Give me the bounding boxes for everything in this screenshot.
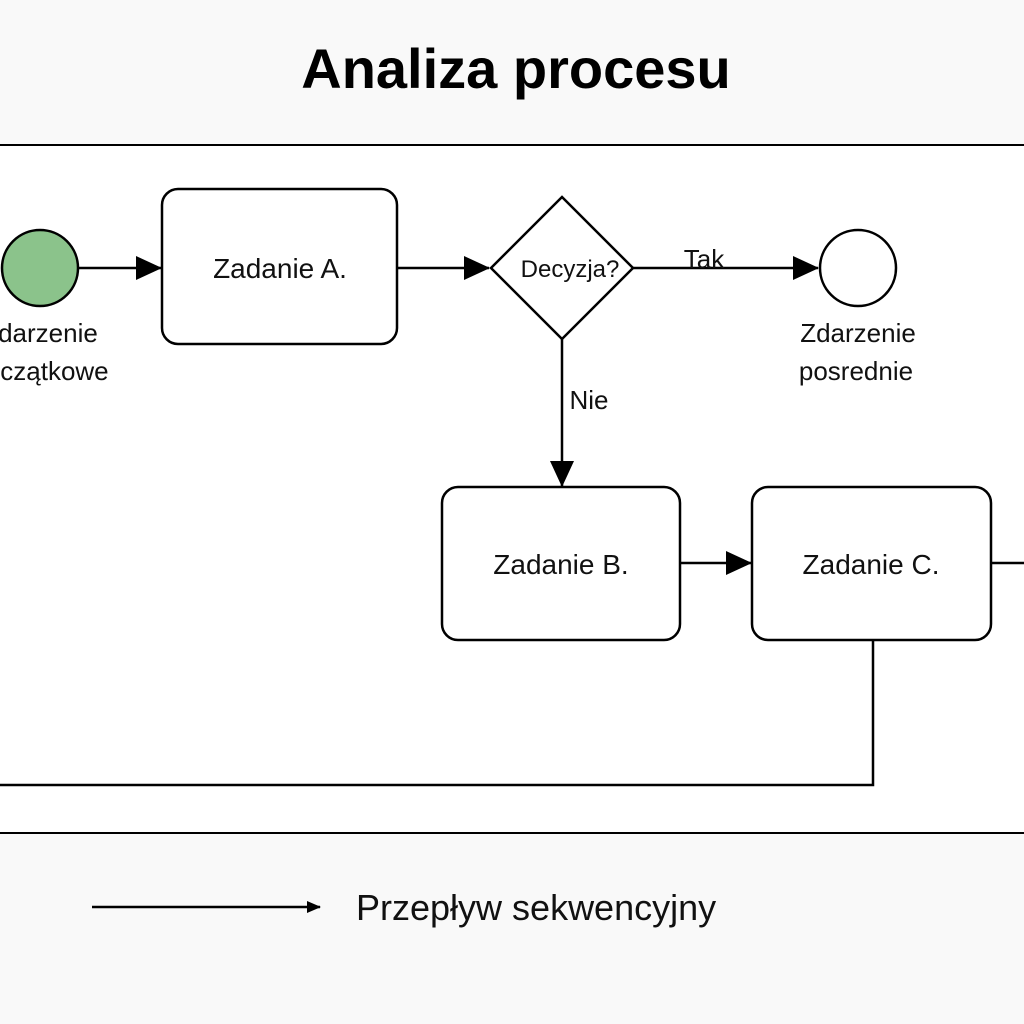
legend-sequence-flow-label: Przepływ sekwencyjny	[356, 887, 716, 928]
task-b-label: Zadanie B.	[493, 549, 628, 580]
header-area	[0, 0, 1024, 145]
intermediate-event-label-line2: posrednie	[799, 356, 913, 386]
edge-no-label: Nie	[569, 385, 608, 415]
edge-yes-label: Tak	[684, 244, 725, 274]
intermediate-event-label-line1: Zdarzenie	[800, 318, 916, 348]
legend-area	[0, 834, 1024, 1024]
start-event-label-line1: Zdarzenie	[0, 318, 98, 348]
task-a[interactable]	[160, 187, 399, 346]
task-a-label: Zadanie A.	[213, 253, 347, 284]
decision-label: Decyzja?	[521, 256, 620, 283]
start-event-label-line2: początkowe	[0, 356, 109, 386]
start-event[interactable]	[0, 228, 80, 308]
page-title: Analiza procesu	[301, 37, 730, 100]
edge-task-c-loop-back	[0, 640, 875, 787]
task-c-label: Zadanie C.	[803, 549, 940, 580]
intermediate-event[interactable]	[818, 228, 898, 308]
